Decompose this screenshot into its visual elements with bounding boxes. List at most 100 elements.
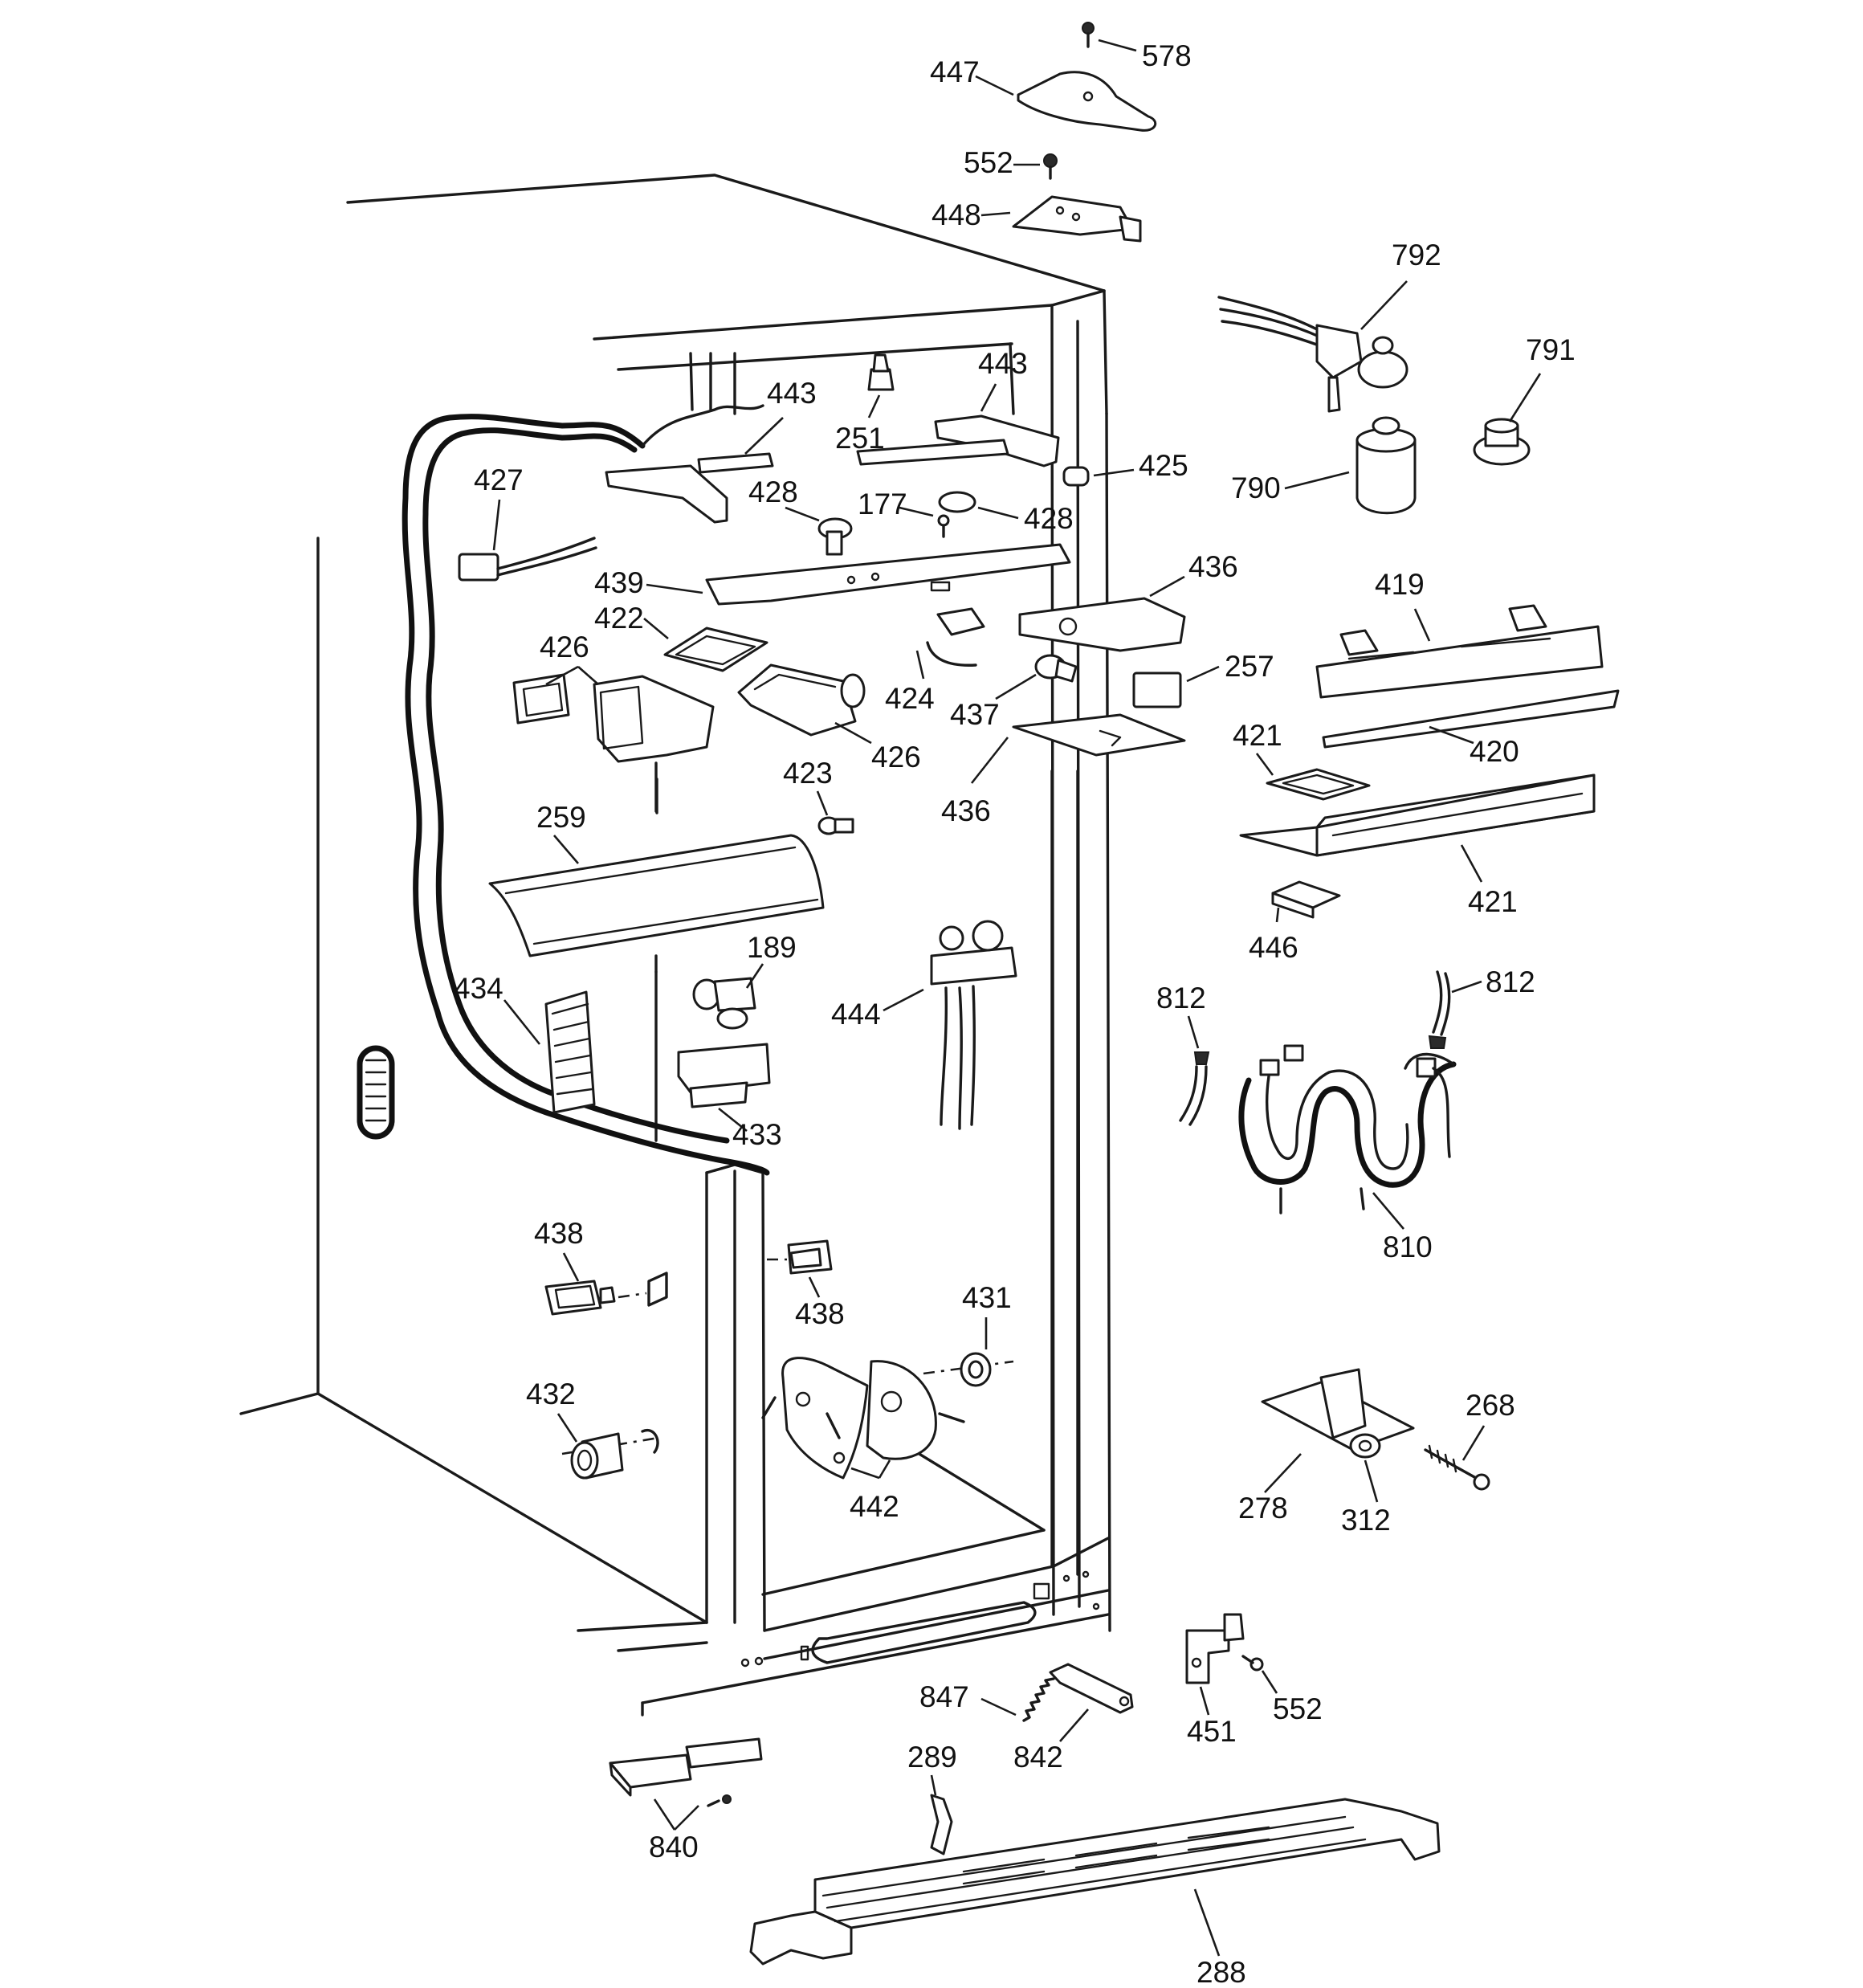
part-421-gasket: [1255, 753, 1371, 801]
part-578-screw: [1082, 22, 1137, 52]
label-442: 442: [850, 1490, 899, 1523]
label-434: 434: [454, 972, 503, 1005]
label-438-left: 438: [534, 1217, 584, 1250]
label-177: 177: [858, 488, 907, 520]
cutaway-edge: [402, 404, 770, 1176]
part-552-screw-bottom: [1241, 1655, 1278, 1694]
label-189: 189: [747, 931, 797, 964]
handle-slot: [357, 1045, 395, 1140]
label-446: 446: [1249, 931, 1298, 964]
label-259: 259: [536, 801, 586, 834]
part-443-bracket-right: [856, 383, 1060, 467]
part-177-screw: [899, 506, 950, 538]
part-432-bushing: [556, 1413, 659, 1480]
label-444: 444: [831, 998, 881, 1031]
label-427: 427: [474, 463, 524, 496]
label-552-top: 552: [964, 146, 1013, 179]
part-423-bulb: [816, 790, 854, 835]
label-419: 419: [1375, 568, 1425, 601]
part-257-relay: [1132, 665, 1220, 708]
label-424: 424: [885, 682, 935, 715]
label-840: 840: [649, 1831, 699, 1863]
part-446-filter: [1271, 880, 1341, 923]
part-438-light-left: [544, 1252, 668, 1316]
label-257: 257: [1225, 650, 1274, 683]
label-421-top: 421: [1233, 719, 1282, 752]
label-812-left: 812: [1156, 982, 1206, 1014]
part-259-cover: [488, 834, 825, 957]
part-433-bracket: [677, 1043, 771, 1133]
part-448-hinge: [980, 195, 1142, 243]
part-451-bracket: [1185, 1613, 1245, 1716]
part-436-control-box: [1018, 575, 1186, 652]
label-420: 420: [1470, 735, 1519, 768]
part-447-hinge-cover: [975, 71, 1157, 132]
part-421-housing: [1239, 774, 1596, 883]
label-451: 451: [1187, 1715, 1237, 1748]
label-436-bottom: 436: [941, 794, 991, 827]
label-438-right: 438: [795, 1297, 845, 1330]
part-812-tube-left: [1179, 1015, 1210, 1126]
part-289-clip: [930, 1774, 953, 1855]
part-443-bracket-left: [605, 417, 784, 524]
part-810-heater: [1238, 1044, 1457, 1230]
label-447: 447: [930, 55, 980, 88]
label-251: 251: [835, 422, 885, 455]
part-438-light-right: [767, 1239, 833, 1298]
part-437-lamp-socket: [995, 654, 1078, 700]
label-439: 439: [594, 566, 644, 599]
part-812-tube-right: [1428, 970, 1482, 1049]
part-427-switch: [458, 499, 597, 582]
part-268-bolt: [1424, 1425, 1490, 1491]
label-433: 433: [732, 1118, 782, 1151]
part-189-fitting: [692, 963, 764, 1030]
label-810: 810: [1383, 1231, 1433, 1263]
label-421-bottom: 421: [1468, 885, 1518, 918]
label-432: 432: [526, 1378, 576, 1410]
part-420-strip: [1322, 689, 1620, 749]
label-812-right: 812: [1486, 965, 1535, 998]
part-424-thermostat: [915, 607, 985, 680]
part-288-toe-grille: [749, 1798, 1441, 1966]
label-312: 312: [1341, 1504, 1391, 1537]
label-790: 790: [1231, 471, 1281, 504]
part-251-clip: [867, 353, 895, 418]
part-840-trim: [609, 1737, 763, 1831]
part-790-solenoid: [1284, 416, 1417, 515]
label-431: 431: [962, 1281, 1012, 1314]
label-448: 448: [932, 198, 981, 231]
label-552-bottom: 552: [1273, 1692, 1323, 1725]
label-436-top: 436: [1188, 550, 1238, 583]
label-791: 791: [1526, 333, 1576, 366]
label-428-left: 428: [748, 476, 798, 508]
part-419-cover: [1315, 604, 1604, 699]
part-426-duct-left: [512, 665, 715, 814]
label-578: 578: [1142, 39, 1192, 72]
label-847: 847: [919, 1680, 969, 1713]
label-423: 423: [783, 757, 833, 790]
part-labels: 578 447 552 448 792 791 790 443 443 251 …: [454, 39, 1576, 1988]
label-443-right: 443: [978, 347, 1028, 380]
part-312-roller: [1349, 1433, 1381, 1503]
label-426-left: 426: [540, 631, 589, 663]
part-791-cap: [1473, 373, 1542, 466]
label-425: 425: [1139, 449, 1188, 482]
part-422-gasket: [643, 618, 768, 672]
part-425-plug: [1062, 466, 1135, 487]
part-444-dispenser-valve: [883, 920, 1017, 1130]
part-428-gear-right: [938, 491, 1019, 520]
label-278: 278: [1238, 1492, 1288, 1525]
label-428-right: 428: [1024, 502, 1074, 535]
label-792: 792: [1392, 239, 1441, 271]
part-552-screw-top: [1013, 153, 1058, 180]
part-792-valve: [1217, 280, 1408, 413]
label-289: 289: [907, 1741, 957, 1774]
part-426-damper: [737, 663, 872, 745]
label-842: 842: [1013, 1741, 1063, 1774]
part-442-fan-motor: [761, 1357, 965, 1480]
label-268: 268: [1466, 1389, 1515, 1422]
label-288: 288: [1196, 1956, 1246, 1988]
part-278-bracket: [1261, 1368, 1415, 1493]
part-434-grille: [503, 990, 596, 1114]
